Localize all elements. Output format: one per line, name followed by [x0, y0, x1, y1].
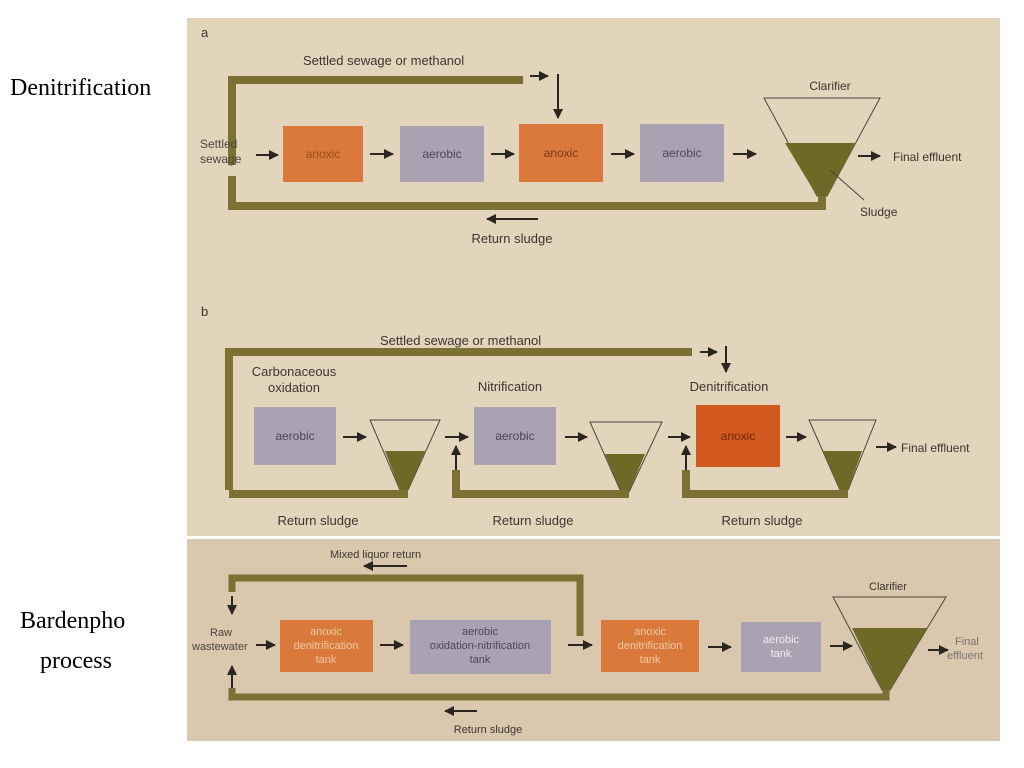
- panel-b-stage3-label: Denitrification: [690, 379, 769, 394]
- panel-a-clarifier-sludge: [785, 143, 856, 196]
- panel-b-box-1-label: aerobic: [275, 429, 314, 443]
- panel-c-box-anoxic-2: [601, 620, 699, 672]
- panel-b-feed-label: Settled sewage or methanol: [380, 333, 541, 348]
- panel-c-return-pipe: [228, 688, 890, 701]
- panel-a-box-1-label: anoxic: [306, 147, 341, 161]
- panel-c-box-2-line1: aerobic: [462, 626, 499, 638]
- panel-c-box-1-line3: tank: [316, 654, 337, 666]
- panel-a-box-anoxic-1: [283, 126, 363, 182]
- panel-a-box-3-label: anoxic: [544, 146, 579, 160]
- panel-a-box-4-label: aerobic: [662, 146, 701, 160]
- panel-a-box-aerobic-1: [400, 126, 484, 182]
- panel-c-box-aerobic-1: [410, 620, 551, 674]
- panel-b-return-pipe-1: [229, 490, 408, 498]
- panel-c-box-4-line2: tank: [771, 648, 792, 660]
- panel-c-effluent-line1: Final: [955, 636, 979, 648]
- panel-c-return-label: Return sludge: [454, 724, 523, 736]
- panel-b-stage2-label: Nitrification: [478, 379, 542, 394]
- panel-c-box-2-line3: tank: [470, 654, 491, 666]
- panel-c-box-anoxic-1: [280, 620, 373, 672]
- panel-c-box-3-line3: tank: [640, 654, 661, 666]
- panel-c-box-3-line2: denitrification: [618, 640, 683, 652]
- panel-c-box-3-line1: anoxic: [634, 626, 666, 638]
- panel-c-box-aerobic-2: [741, 622, 821, 672]
- panel-a-box-2-label: aerobic: [422, 147, 461, 161]
- panel-b-clarifier-2-sludge: [605, 454, 645, 492]
- panel-a-return-pipe: [228, 176, 826, 210]
- side-label-denitrification: Denitrification: [10, 75, 151, 101]
- side-label-bardenpho-line2: process: [40, 648, 112, 674]
- panel-b-box-aerobic-2: [474, 407, 556, 465]
- panel-b-feed-pipe: [225, 348, 692, 490]
- panel-c-clarifier-sludge: [852, 628, 927, 690]
- panel-b-effluent-label: Final effluent: [901, 441, 970, 455]
- panel-b-clarifier-1-sludge: [385, 451, 425, 490]
- panel-a-box-anoxic-2: [519, 124, 603, 182]
- panel-a-feed-pipe: [228, 76, 523, 165]
- panel-a-feed-label: Settled sewage or methanol: [303, 53, 464, 68]
- panel-b-return-pipe-3: [682, 470, 848, 498]
- panel-a-inlet-line1: Settled: [200, 137, 237, 151]
- panel-b-return-label-2: Return sludge: [493, 513, 574, 528]
- panel-b-stage1-line1: Carbonaceous: [252, 364, 337, 379]
- panel-a-clarifier-label: Clarifier: [809, 79, 850, 93]
- panel-b-box-3-label: anoxic: [721, 429, 756, 443]
- panel-c-box-2-line2: oxidation-nitrification: [430, 640, 530, 652]
- panel-b-box-anoxic: [696, 405, 780, 467]
- panel-c-mixed-liquor-label: Mixed liquor return: [330, 549, 421, 561]
- panel-b-return-label-1: Return sludge: [278, 513, 359, 528]
- panel-a-letter: a: [201, 25, 209, 40]
- panel-c-mixed-liquor-pipe: [228, 574, 584, 636]
- panel-a-sludge-leader: [829, 169, 865, 201]
- panel-c-clarifier-label: Clarifier: [869, 581, 907, 593]
- panel-b-return-label-3: Return sludge: [722, 513, 803, 528]
- panel-a-return-label: Return sludge: [472, 231, 553, 246]
- panel-c-inlet-line1: Raw: [210, 627, 232, 639]
- panel-c-box-1-line1: anoxic: [310, 626, 342, 638]
- panel-c-effluent-line2: effluent: [947, 650, 983, 662]
- panel-b-clarifier-3-sludge: [823, 451, 862, 490]
- panel-b-stage1-line2: oxidation: [268, 380, 320, 395]
- panel-b-box-2-label: aerobic: [495, 429, 534, 443]
- panel-c-box-4-line1: aerobic: [763, 634, 800, 646]
- panel-a-inlet-line2: sewage: [200, 152, 242, 166]
- panel-b-box-aerobic-1: [254, 407, 336, 465]
- panel-b-return-pipe-2: [452, 470, 629, 498]
- panel-a-effluent-label: Final effluent: [893, 150, 962, 164]
- side-label-bardenpho-line1: Bardenpho: [20, 608, 125, 634]
- panel-b-letter: b: [201, 304, 208, 319]
- panel-a-sludge-label: Sludge: [860, 205, 898, 219]
- panel-a-box-aerobic-2: [640, 124, 724, 182]
- panel-c-inlet-line2: wastewater: [191, 641, 248, 653]
- panel-c-box-1-line2: denitrification: [294, 640, 359, 652]
